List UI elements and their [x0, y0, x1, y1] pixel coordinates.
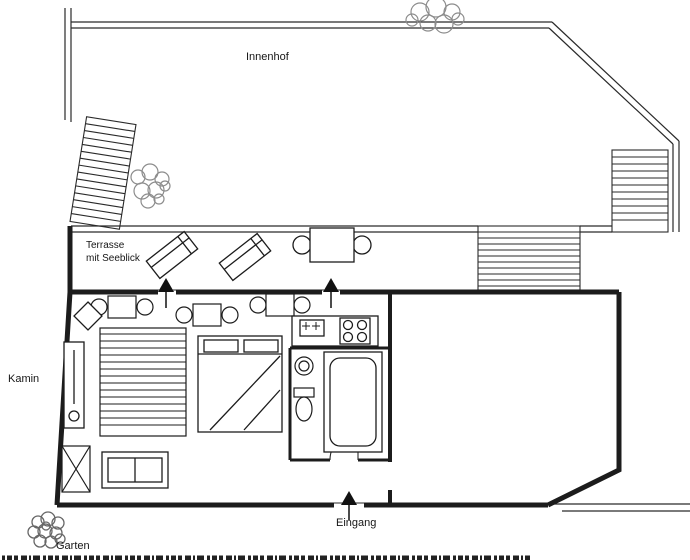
- sofa: [101, 451, 169, 489]
- shaft-x-box: [61, 445, 91, 493]
- sun-lounger-1: [145, 230, 199, 280]
- entrance-arrow: [341, 491, 357, 520]
- terrace-door-arrow-1: [158, 278, 174, 308]
- courtyard-boundary-walls: [64, 8, 690, 512]
- apartment-outer-walls: [54, 226, 622, 508]
- tree-garden: [27, 511, 66, 549]
- tree-top-right: [405, 0, 465, 34]
- sun-lounger-2: [218, 232, 272, 282]
- bathroom-walls: [288, 346, 390, 462]
- label-terrasse-line2: mit Seeblick: [86, 253, 141, 264]
- bistro-set-2: [175, 303, 239, 327]
- terrace-door-arrow-2: [323, 278, 339, 308]
- stairs-right: [611, 149, 669, 233]
- label-terrasse-line1: Terrasse: [86, 240, 125, 251]
- kitchen-counter: [291, 315, 379, 347]
- bathtub: [323, 351, 383, 453]
- bistro-set-3: [249, 293, 311, 317]
- bed: [197, 335, 283, 433]
- rug: [99, 327, 187, 437]
- label-garten: Garten: [56, 540, 90, 552]
- kitchen-sink: [299, 319, 325, 337]
- fireplace-column: [63, 341, 85, 429]
- tree-mid-left: [130, 163, 171, 209]
- stairs-left: [69, 116, 137, 230]
- bathroom-sink: [294, 356, 314, 376]
- label-kamin: Kamin: [8, 373, 39, 385]
- label-eingang: Eingang: [336, 517, 376, 529]
- toilet: [293, 387, 315, 422]
- stairs-center: [477, 225, 581, 291]
- terrace-dining-set: [292, 227, 372, 263]
- diamond-side-table: [73, 301, 103, 331]
- label-innenhof: Innenhof: [246, 51, 290, 63]
